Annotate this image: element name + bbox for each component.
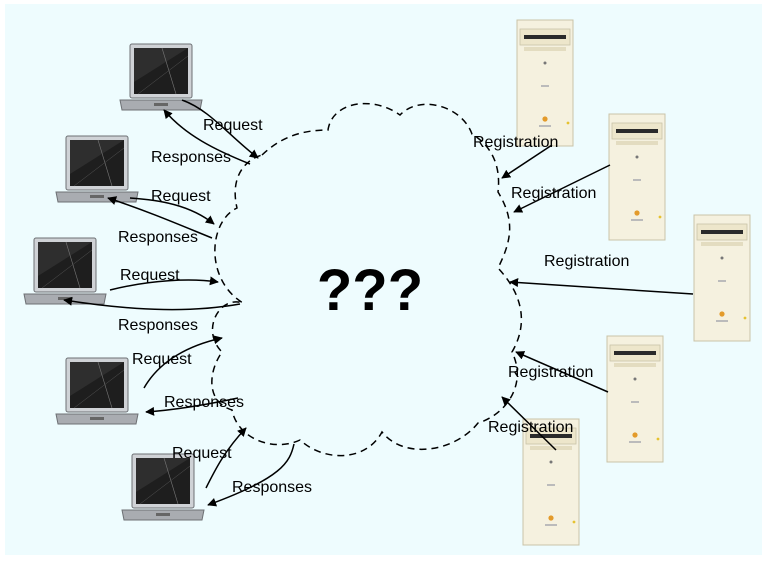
responses-label-2: Responses (118, 229, 198, 246)
request-label-4: Request (132, 351, 192, 368)
responses-arrow-3 (63, 296, 241, 311)
laptop-5-icon (121, 453, 205, 521)
registration-label-2: Registration (511, 185, 596, 202)
registration-arrow-3 (509, 278, 694, 295)
request-label-2: Request (151, 188, 211, 205)
registration-arrow-4 (515, 351, 609, 393)
responses-arrow-2 (107, 196, 213, 239)
request-arrow-3 (109, 276, 219, 291)
request-arrow-1 (181, 99, 259, 159)
registration-label-3: Registration (544, 253, 629, 270)
request-arrow-4 (143, 335, 223, 389)
responses-arrow-4 (145, 397, 239, 416)
responses-label-5: Responses (232, 479, 312, 496)
server-5-icon (522, 418, 580, 546)
request-label-3: Request (120, 267, 180, 284)
registration-label-4: Registration (508, 364, 593, 381)
request-label-5: Request (172, 445, 232, 462)
laptop-4-icon (55, 357, 139, 425)
registration-arrow-1 (501, 144, 553, 179)
registration-arrow-2 (513, 164, 611, 213)
responses-arrow-1 (163, 109, 251, 165)
server-1-icon (516, 19, 574, 147)
responses-arrow-5 (207, 443, 295, 507)
server-3-icon (693, 214, 751, 342)
network-cloud (211, 102, 523, 457)
request-arrow-5 (205, 427, 247, 489)
center-label: ??? (317, 258, 423, 323)
request-arrow-2 (129, 197, 215, 225)
responses-label-3: Responses (118, 317, 198, 334)
registration-label-1: Registration (473, 134, 558, 151)
registration-arrow-5 (501, 396, 557, 451)
laptop-2-icon (55, 135, 139, 203)
registration-label-5: Registration (488, 419, 573, 436)
request-label-1: Request (203, 117, 263, 134)
responses-label-1: Responses (151, 149, 231, 166)
responses-label-4: Responses (164, 394, 244, 411)
server-4-icon (606, 335, 664, 463)
laptop-1-icon (119, 43, 203, 111)
server-2-icon (608, 113, 666, 241)
laptop-3-icon (23, 237, 107, 305)
